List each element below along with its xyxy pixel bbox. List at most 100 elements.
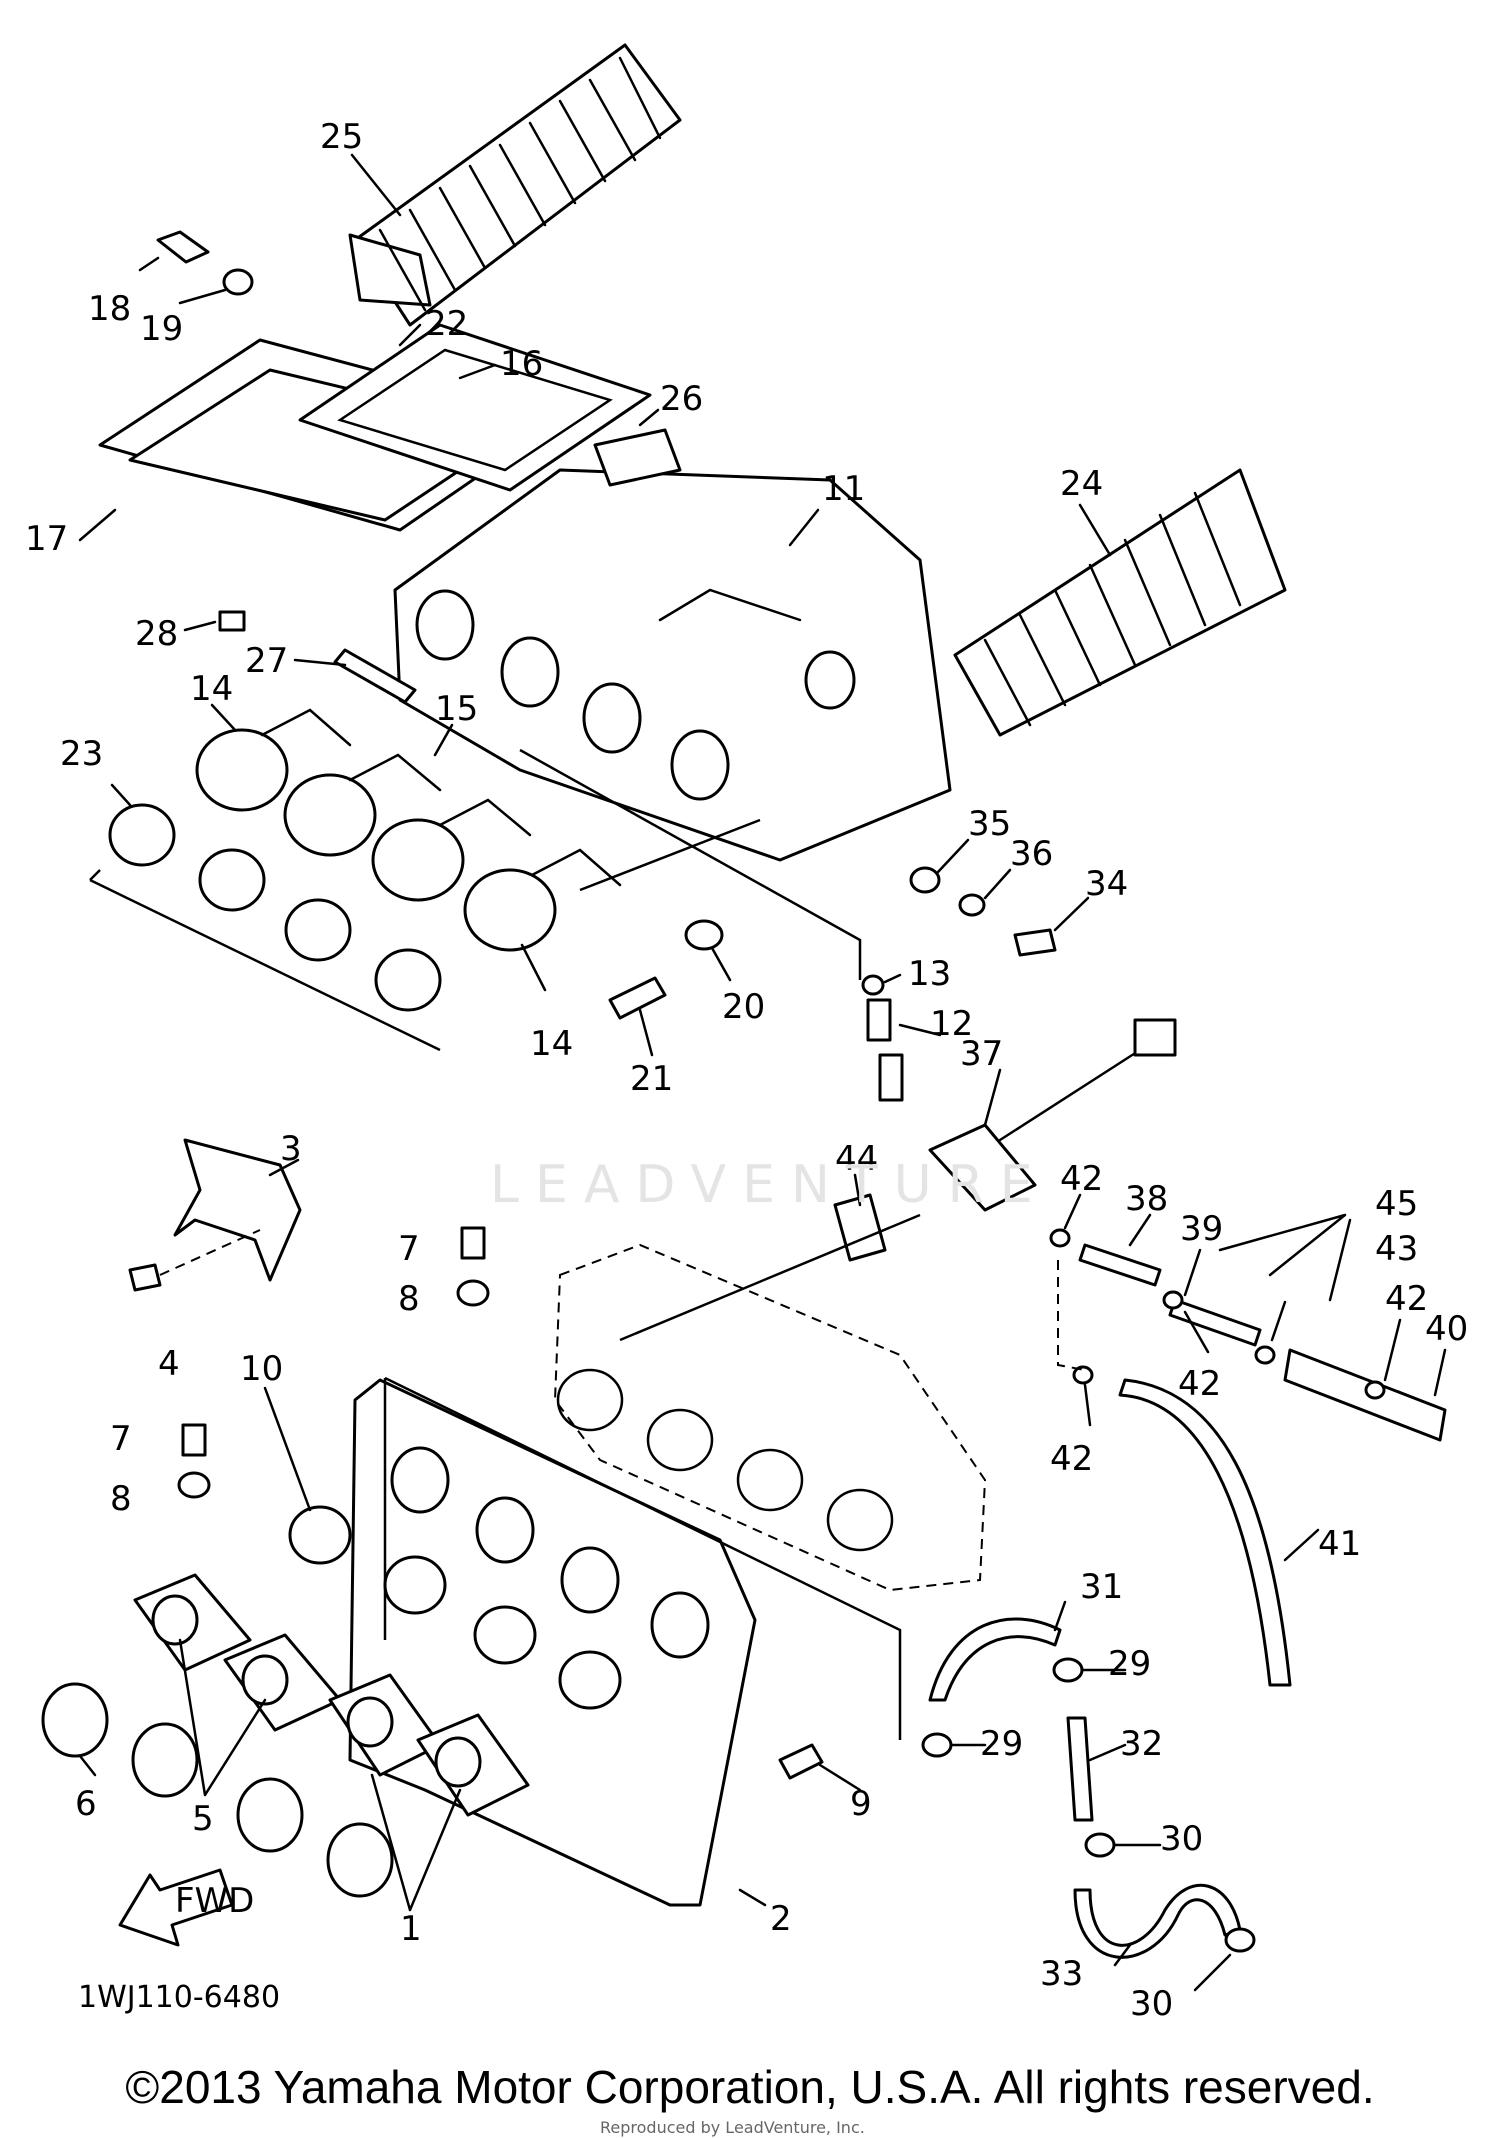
callout-16: 16 <box>500 344 543 384</box>
callout-29-a: 29 <box>1108 1644 1151 1684</box>
callout-4: 4 <box>158 1344 180 1384</box>
callout-41: 41 <box>1318 1524 1361 1564</box>
carburetor-outline <box>553 1243 987 1592</box>
callout-43: 43 <box>1375 1229 1418 1269</box>
clip-42e <box>1072 1365 1094 1385</box>
callout-23: 23 <box>60 734 103 774</box>
callout-9: 9 <box>850 1784 872 1824</box>
callout-29-b: 29 <box>980 1724 1023 1764</box>
hose-33 <box>1073 1883 1242 1959</box>
drain-hose-lower <box>878 1053 904 1102</box>
screw-and-washer <box>156 230 254 296</box>
callout-25: 25 <box>320 117 363 157</box>
callout-12: 12 <box>930 1004 973 1044</box>
clip-42a <box>1049 1228 1071 1248</box>
callout-42-c: 42 <box>1178 1364 1221 1404</box>
o-rings <box>41 1682 394 1898</box>
leader-lines <box>78 153 1447 1992</box>
pipe-40 <box>1283 1348 1447 1442</box>
case-clip <box>593 428 682 487</box>
callout-45: 45 <box>1375 1184 1418 1224</box>
callout-20: 20 <box>722 987 765 1027</box>
callout-44: 44 <box>835 1139 878 1179</box>
callout-19: 19 <box>140 309 183 349</box>
clip-42d <box>1364 1380 1386 1400</box>
callout-39: 39 <box>1180 1209 1223 1249</box>
callout-18: 18 <box>88 289 131 329</box>
callout-labels: 25 18 19 22 16 26 17 11 24 28 27 14 15 2… <box>25 117 1468 2024</box>
cap-7-lower <box>181 1423 207 1457</box>
callout-42-a: 42 <box>1060 1159 1103 1199</box>
callout-37: 37 <box>960 1034 1003 1074</box>
callout-14-upper: 14 <box>190 669 233 709</box>
callout-11: 11 <box>822 469 865 509</box>
callout-30-a: 30 <box>1160 1819 1203 1859</box>
callout-7-upper: 7 <box>398 1229 420 1269</box>
callout-21: 21 <box>630 1059 673 1099</box>
clamp-8-upper <box>456 1279 490 1307</box>
screw-4 <box>128 1263 162 1292</box>
callout-38: 38 <box>1125 1179 1168 1219</box>
copyright-notice: ©2013 Yamaha Motor Corporation, U.S.A. A… <box>125 2061 1375 2113</box>
callout-32: 32 <box>1120 1724 1163 1764</box>
pipe-38 <box>1078 1243 1162 1287</box>
joint-clamps <box>108 803 442 1012</box>
clip-29b <box>921 1732 953 1758</box>
air-duct-upper <box>348 43 682 327</box>
washer <box>958 893 986 917</box>
clip-30a <box>1084 1832 1116 1858</box>
intake-plate-holes <box>390 1446 710 1659</box>
nut <box>909 866 941 894</box>
callout-15: 15 <box>435 689 478 729</box>
hose-41 <box>1118 1378 1292 1687</box>
callout-26: 26 <box>660 379 703 419</box>
screw-9 <box>778 1743 824 1780</box>
callout-10: 10 <box>240 1349 283 1389</box>
callout-6: 6 <box>75 1784 97 1824</box>
reproduction-note: Reproduced by LeadVenture, Inc. <box>600 2118 865 2137</box>
air-filter-case <box>393 468 952 862</box>
clip-42b <box>1162 1290 1184 1310</box>
callout-24: 24 <box>1060 464 1103 504</box>
sponge-strip <box>333 648 417 704</box>
sensor-assembly <box>928 1018 1177 1212</box>
clip-30b <box>1224 1927 1256 1953</box>
callout-8-lower: 8 <box>110 1479 132 1519</box>
joint-32 <box>1066 1716 1094 1822</box>
air-filter-element <box>298 323 652 492</box>
clamp-8-lower <box>177 1471 211 1499</box>
callout-22: 22 <box>425 304 468 344</box>
callout-31: 31 <box>1080 1567 1123 1607</box>
callout-28: 28 <box>135 614 178 654</box>
intake-clamps <box>288 1505 622 1710</box>
callout-8-upper: 8 <box>398 1279 420 1319</box>
callout-30-b: 30 <box>1130 1984 1173 2024</box>
watermark: LEADVENTURE <box>490 1155 1049 1215</box>
joint-39 <box>1168 1298 1262 1347</box>
forward-arrow-label: FWD <box>175 1881 254 1921</box>
drain-plug <box>608 976 667 1020</box>
callout-3: 3 <box>280 1129 302 1169</box>
carburetor-bores <box>556 1368 894 1552</box>
callout-2: 2 <box>770 1899 792 1939</box>
callout-42-b: 42 <box>1385 1279 1428 1319</box>
grommet <box>684 919 724 951</box>
air-duct-right <box>953 468 1287 737</box>
clip-42c <box>1254 1345 1276 1365</box>
clip-29a <box>1052 1657 1084 1683</box>
callout-13: 13 <box>908 954 951 994</box>
carburetor-joints <box>195 708 622 952</box>
callout-36: 36 <box>1010 834 1053 874</box>
callout-34: 34 <box>1085 864 1128 904</box>
callout-33: 33 <box>1040 1954 1083 1994</box>
callout-5: 5 <box>192 1799 214 1839</box>
drain-cap <box>218 610 246 632</box>
callout-27: 27 <box>245 641 288 681</box>
callout-1: 1 <box>400 1909 422 1949</box>
callout-40: 40 <box>1425 1309 1468 1349</box>
callout-14-lower: 14 <box>530 1024 573 1064</box>
callout-17: 17 <box>25 519 68 559</box>
callout-42-d: 42 <box>1050 1439 1093 1479</box>
